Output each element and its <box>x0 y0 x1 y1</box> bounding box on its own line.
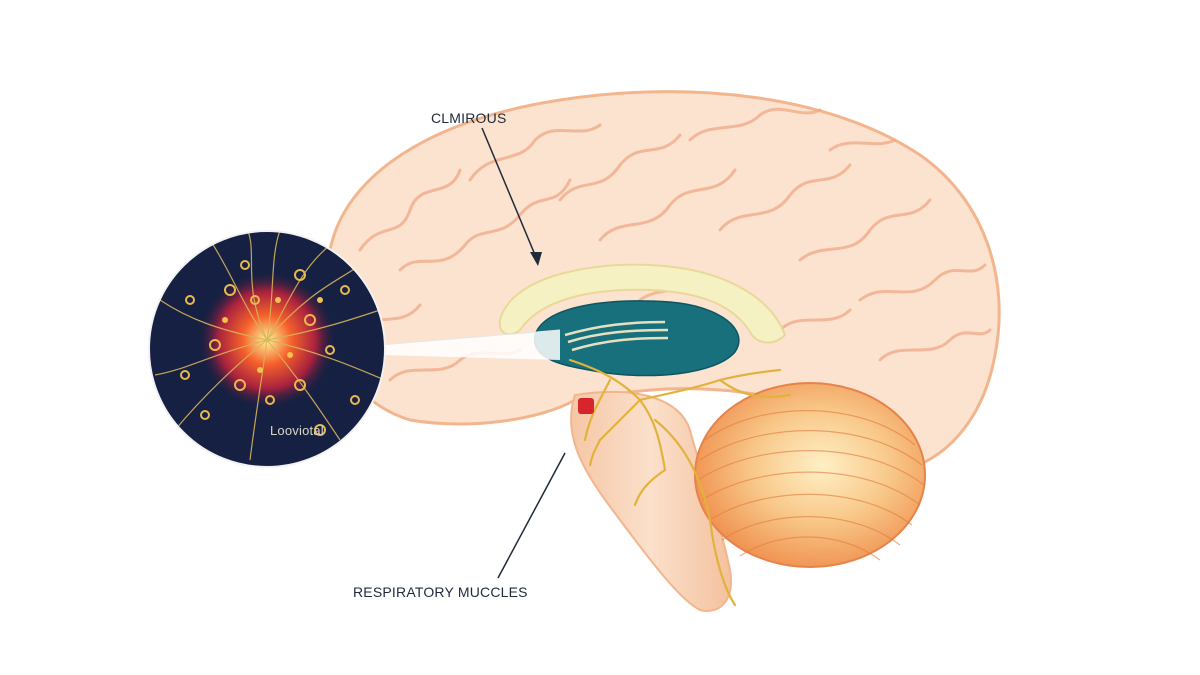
top-pointer <box>481 127 539 263</box>
red-marker <box>578 398 594 414</box>
inset-caption: Looviotal <box>270 423 324 438</box>
inset-beam-edge <box>379 329 561 346</box>
top-callout-label: CLMIROUS <box>431 110 507 126</box>
brainstem <box>570 391 732 612</box>
fiber-bundle <box>564 320 669 352</box>
neuron-inset <box>148 230 386 468</box>
nerve-branches <box>568 358 792 607</box>
neuron-cluster-icon <box>154 231 385 461</box>
bottom-pointer <box>497 452 566 579</box>
cerebellum-folia <box>697 410 925 561</box>
top-pointer-head <box>530 252 542 266</box>
inset-beam <box>380 330 560 360</box>
corpus-callosum <box>498 263 787 344</box>
bottom-callout-label: RESPIRATORY MUCCLES <box>353 584 528 600</box>
